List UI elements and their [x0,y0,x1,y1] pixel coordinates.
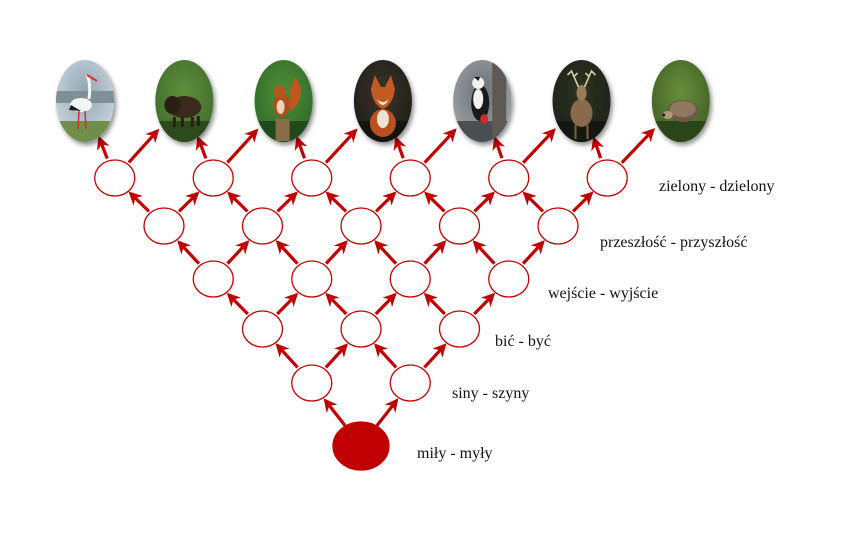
arrow-top-n1-left [195,135,209,159]
arrow-l3-n3-left [472,240,496,265]
arrow-top-n5-left [591,136,604,159]
arrow-top-n0-left [97,135,110,159]
arrow-l0-n0-left [323,398,347,427]
choice-node-l5-n2 [291,159,333,197]
arrow-l2-n0-left [226,292,249,316]
arrow-l4-n3-right [473,191,495,213]
arrow-l2-n2-left [423,292,446,316]
arrow-l4-n0-right [177,191,200,213]
choice-node-l5-n1 [192,159,234,197]
arrow-l4-n4-right [571,191,594,213]
start-node [332,421,390,471]
level-label-1: siny - szyny [452,385,530,402]
arrow-top-n1-right [226,128,259,164]
level-label-3: wejście - wyjście [548,285,659,302]
choice-node-l2-n0 [241,310,284,348]
arrow-l4-n2-left [325,191,348,213]
level-label-2: bić - być [495,333,551,350]
arrow-l2-n0-right [276,292,299,316]
arrow-l3-n0-right [226,240,250,265]
choice-node-l3-n1 [291,260,333,298]
arrow-top-n2-right [324,128,358,164]
squirrel-photo [254,60,313,142]
arrow-l2-n1-right [374,292,397,316]
level-label-0: miły - myły [417,445,493,462]
arrow-l4-n0-left [128,191,151,213]
choice-node-l4-n4 [537,207,579,245]
choice-node-l3-n0 [192,260,234,298]
arrows-layer [97,127,656,427]
arrow-l0-n0-right [375,398,399,427]
deer-photo [552,60,611,142]
arrow-l3-n2-right [423,240,447,265]
arrow-top-n2-left [294,136,308,159]
arrow-l1-n0-left [275,343,299,369]
arrow-top-n4-left [492,136,506,159]
arrow-l3-n1-right [324,240,348,265]
choice-node-l5-n5 [586,159,628,197]
choice-node-l4-n0 [143,207,185,245]
arrow-l4-n4-left [522,191,545,213]
hedgehog-photo [651,60,710,142]
choice-node-l4-n2 [340,207,382,245]
stork-photo [56,60,114,142]
arrow-l1-n0-right [324,343,348,369]
arrow-l1-n1-left [374,343,398,369]
arrow-top-n3-left [393,136,407,159]
choice-node-l5-n4 [488,159,530,197]
animal-photos-layer [56,60,710,142]
arrow-l3-n3-right [521,240,545,265]
arrow-top-n3-right [423,128,457,164]
woodpecker-photo [453,60,512,142]
level-label-5: zielony - dzielony [659,178,775,195]
arrow-top-n5-right [620,127,656,164]
bison-photo [155,60,214,142]
arrow-l2-n2-right [473,292,496,316]
choice-node-l1-n0 [291,364,333,402]
arrow-l3-n0-left [177,240,201,265]
arrow-l4-n1-right [276,191,298,213]
level-label-4: przeszłość - przyszłość [600,234,748,251]
choice-node-l3-n3 [488,260,530,298]
arrow-l4-n2-right [374,191,397,213]
arrow-top-n4-right [522,128,556,164]
fox-photo [353,60,412,142]
choice-node-l5-n0 [94,159,136,197]
arrow-top-n0-right [127,128,160,164]
choice-node-l2-n2 [438,310,481,348]
choice-node-l3-n2 [389,260,431,298]
arrow-l4-n3-left [424,191,446,213]
arrow-l4-n1-left [227,191,249,213]
arrow-l2-n1-left [325,292,348,316]
choice-node-l5-n3 [389,159,431,197]
choice-node-l2-n1 [340,310,382,348]
nodes-layer [94,159,628,471]
choice-node-l1-n1 [389,364,431,402]
choice-node-l4-n1 [241,207,284,245]
choice-node-l4-n3 [438,207,481,245]
arrow-l3-n1-left [275,240,299,265]
arrow-l3-n2-left [374,240,398,265]
arrow-l1-n1-right [423,343,447,369]
